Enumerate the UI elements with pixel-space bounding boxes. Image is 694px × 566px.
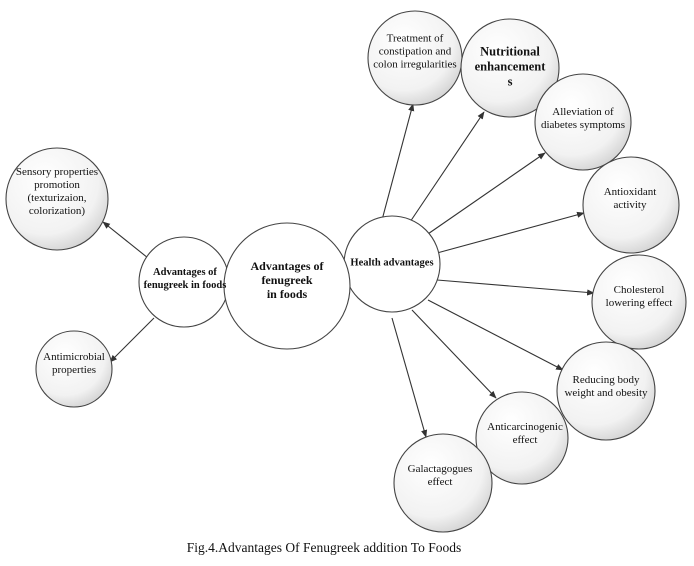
arrow-to-anticarcinogenic	[411, 309, 497, 399]
node-galactagogues	[393, 433, 493, 533]
figure-caption: Fig.4.Advantages Of Fenugreek addition T…	[186, 540, 462, 555]
label-foods-hub: Advantages of fenugreek in foods	[143, 267, 227, 291]
label-weight: Reducing body weight and obesity	[564, 374, 648, 399]
node-diabetes	[534, 73, 632, 171]
arrow-to-antioxidant	[436, 211, 585, 254]
node-sensory	[5, 147, 109, 251]
arrow-to-sensory	[102, 221, 149, 259]
arrow-to-antimicrobial	[109, 317, 155, 363]
node-center	[223, 222, 351, 350]
label-galactagogues: Galactagogues effect	[407, 463, 473, 488]
node-anticarcinogenic	[475, 391, 569, 485]
node-weight	[556, 341, 656, 441]
node-nutritional	[460, 18, 560, 118]
arrow-to-diabetes	[424, 152, 546, 237]
arrow-to-nutritional	[407, 111, 485, 226]
node-antioxidant	[582, 156, 680, 254]
arrow-to-weight	[427, 299, 564, 371]
arrow-to-constipation	[381, 103, 415, 221]
label-cholesterol: Cholesterol lowering effect	[605, 284, 673, 309]
label-nutritional: Nutritional enhancement s	[474, 44, 546, 89]
node-cholesterol	[591, 254, 687, 350]
arrow-to-cholesterol	[436, 279, 595, 296]
label-antimicrobial: Antimicrobial properties	[43, 351, 105, 376]
label-diabetes: Alleviation of diabetes symptoms	[540, 106, 626, 131]
label-anticarcinogenic: Anticarcinogenic effect	[487, 421, 563, 446]
label-center: Advantages of fenugreek in foods	[250, 259, 324, 301]
node-antimicrobial	[35, 330, 113, 408]
label-health-hub: Health advantages	[350, 257, 434, 269]
label-antioxidant: Antioxidant activity	[603, 186, 657, 211]
label-constipation: Treatment of constipation and colon irre…	[373, 32, 457, 71]
label-sensory: Sensory properties promotion (texturizai…	[15, 166, 99, 217]
arrow-to-galactagogues	[391, 317, 428, 438]
